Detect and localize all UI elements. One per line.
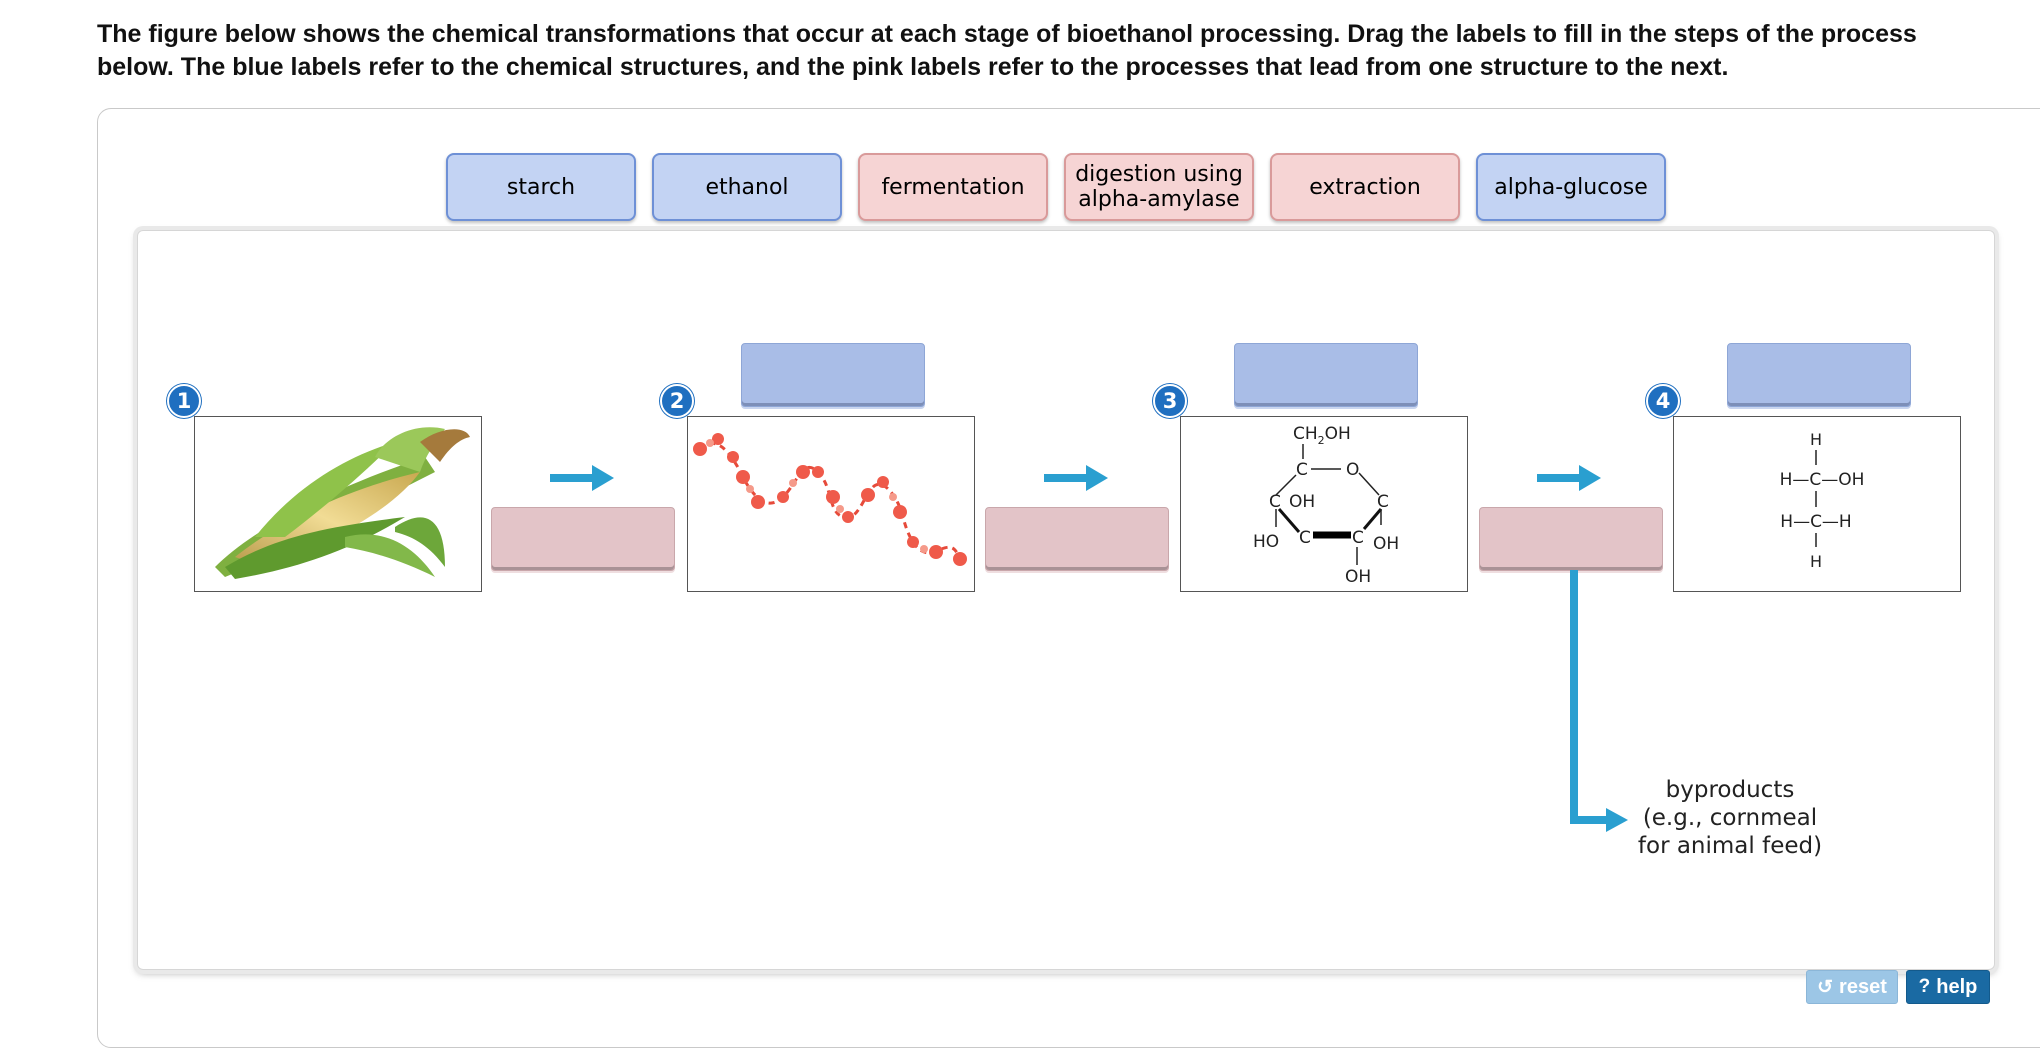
glucose-image-box: CH2OH C O C C OH HO C C OH OH	[1180, 416, 1468, 592]
drop-target-structure-2[interactable]	[741, 343, 925, 407]
svg-text:H—C—OH: H—C—OH	[1780, 470, 1865, 490]
label-digestion-alpha-amylase[interactable]: digestion using alpha-amylase	[1064, 153, 1254, 221]
ethanol-structure: H H—C—OH H—C—H H	[1780, 430, 1865, 571]
label-fermentation[interactable]: fermentation	[858, 153, 1048, 221]
byproducts-line-1: byproducts	[1665, 777, 1795, 803]
starch-chain-image	[693, 433, 967, 566]
help-button[interactable]: ? help	[1906, 970, 1990, 1004]
svg-text:H—C—H: H—C—H	[1780, 512, 1851, 532]
svg-text:C: C	[1296, 460, 1308, 480]
reset-button[interactable]: ↺ reset	[1806, 970, 1898, 1004]
reset-icon: ↺	[1817, 976, 1834, 998]
svg-text:C: C	[1299, 528, 1311, 548]
process-arrow-3	[1537, 465, 1601, 491]
instructions-text: The figure below shows the chemical tran…	[97, 20, 1917, 81]
svg-text:H: H	[1810, 430, 1822, 449]
svg-text:C: C	[1377, 492, 1389, 512]
svg-text:H: H	[1810, 552, 1822, 571]
corn-image-box	[194, 416, 482, 592]
label-starch[interactable]: starch	[446, 153, 636, 221]
svg-text:C: C	[1352, 528, 1364, 548]
process-arrow-1	[550, 465, 614, 491]
byproducts-line-3: for animal feed)	[1637, 833, 1823, 859]
reset-label: reset	[1839, 975, 1887, 998]
process-arrow-2	[1044, 465, 1108, 491]
label-ethanol[interactable]: ethanol	[652, 153, 842, 221]
svg-text:C: C	[1269, 492, 1281, 512]
svg-text:OH: OH	[1373, 534, 1399, 554]
corn-cob-image	[215, 427, 470, 579]
step-2-badge: 2	[660, 384, 694, 418]
svg-text:CH2OH: CH2OH	[1293, 424, 1351, 447]
svg-text:O: O	[1346, 460, 1359, 480]
svg-text:HO: HO	[1253, 532, 1279, 552]
help-label: help	[1936, 975, 1978, 998]
starch-image-box	[687, 416, 975, 592]
byproducts-text: byproducts (e.g., cornmeal for animal fe…	[1620, 776, 1840, 860]
byproducts-line-2: (e.g., cornmeal	[1642, 805, 1818, 831]
svg-text:OH: OH	[1289, 492, 1315, 512]
label-alpha-glucose[interactable]: alpha-glucose	[1476, 153, 1666, 221]
step-4-badge: 4	[1646, 384, 1680, 418]
step-3-badge: 3	[1153, 384, 1187, 418]
alpha-glucose-structure: CH2OH C O C C OH HO C C OH OH	[1253, 424, 1399, 587]
ethanol-image-box: H H—C—OH H—C—H H	[1673, 416, 1961, 592]
process-diagram-area	[137, 230, 1995, 970]
drop-target-structure-3[interactable]	[1234, 343, 1418, 407]
label-extraction[interactable]: extraction	[1270, 153, 1460, 221]
byproducts-arrow	[1570, 570, 1628, 832]
svg-text:OH: OH	[1345, 567, 1371, 587]
drop-target-structure-4[interactable]	[1727, 343, 1911, 407]
question-icon: ?	[1918, 976, 1931, 997]
drop-target-process-1[interactable]	[491, 507, 675, 571]
step-1-badge: 1	[167, 384, 201, 418]
drop-target-process-3[interactable]	[1479, 507, 1663, 571]
drop-target-process-2[interactable]	[985, 507, 1169, 571]
